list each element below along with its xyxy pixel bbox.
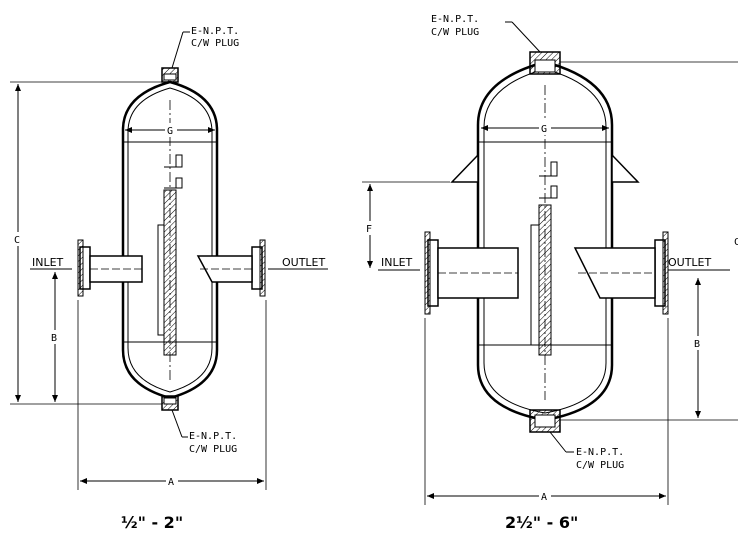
- left-inlet-label: INLET: [32, 256, 64, 269]
- right-top-callout-line2: C/W PLUG: [431, 27, 479, 38]
- right-dim-b-label: B: [694, 339, 700, 350]
- right-top-callout-line1: E-N.P.T.: [431, 14, 479, 25]
- right-mounting-lug-left: [450, 153, 479, 183]
- right-dim-a-label: A: [541, 492, 547, 503]
- right-coalescing-element: [538, 204, 552, 356]
- right-vessel-shell: [476, 60, 614, 422]
- left-inlet-nozzle: [77, 239, 143, 297]
- right-outlet-nozzle: [573, 231, 669, 315]
- right-bottom-callout-line1: E-N.P.T.: [576, 447, 624, 458]
- left-outlet-nozzle: [196, 239, 266, 297]
- right-separator-drawing: INLET OUTLET F G B C A E-N.P.T. C/W PLUG: [362, 14, 738, 532]
- right-dim-g-label: G: [541, 124, 547, 135]
- left-separator-drawing: INLET OUTLET C B G A E-N.P.T. C/W PLUG E…: [10, 26, 328, 532]
- left-dim-a-label: A: [168, 477, 174, 488]
- left-top-callout-line2: C/W PLUG: [191, 38, 239, 49]
- left-coalescing-element: [163, 189, 177, 356]
- left-dim-b-label: B: [51, 333, 57, 344]
- left-size-caption: ½" - 2": [121, 513, 183, 532]
- right-inlet-label: INLET: [381, 256, 413, 269]
- right-size-caption: 2½" - 6": [505, 513, 578, 532]
- right-mounting-lug-right: [611, 153, 640, 183]
- left-bottom-callout-line2: C/W PLUG: [189, 444, 237, 455]
- right-dim-c-label: C: [734, 237, 738, 248]
- right-dim-f-label: F: [366, 224, 372, 235]
- left-dim-c-label: C: [14, 235, 20, 246]
- left-bottom-callout-line1: E-N.P.T.: [189, 431, 237, 442]
- left-top-callout-line1: E-N.P.T.: [191, 26, 239, 37]
- left-vessel-shell: [121, 80, 219, 400]
- right-inlet-nozzle: [424, 231, 519, 315]
- left-outlet-label: OUTLET: [282, 256, 326, 269]
- left-dim-g-label: G: [167, 126, 173, 137]
- right-outlet-label: OUTLET: [668, 256, 712, 269]
- right-bottom-callout-line2: C/W PLUG: [576, 460, 624, 471]
